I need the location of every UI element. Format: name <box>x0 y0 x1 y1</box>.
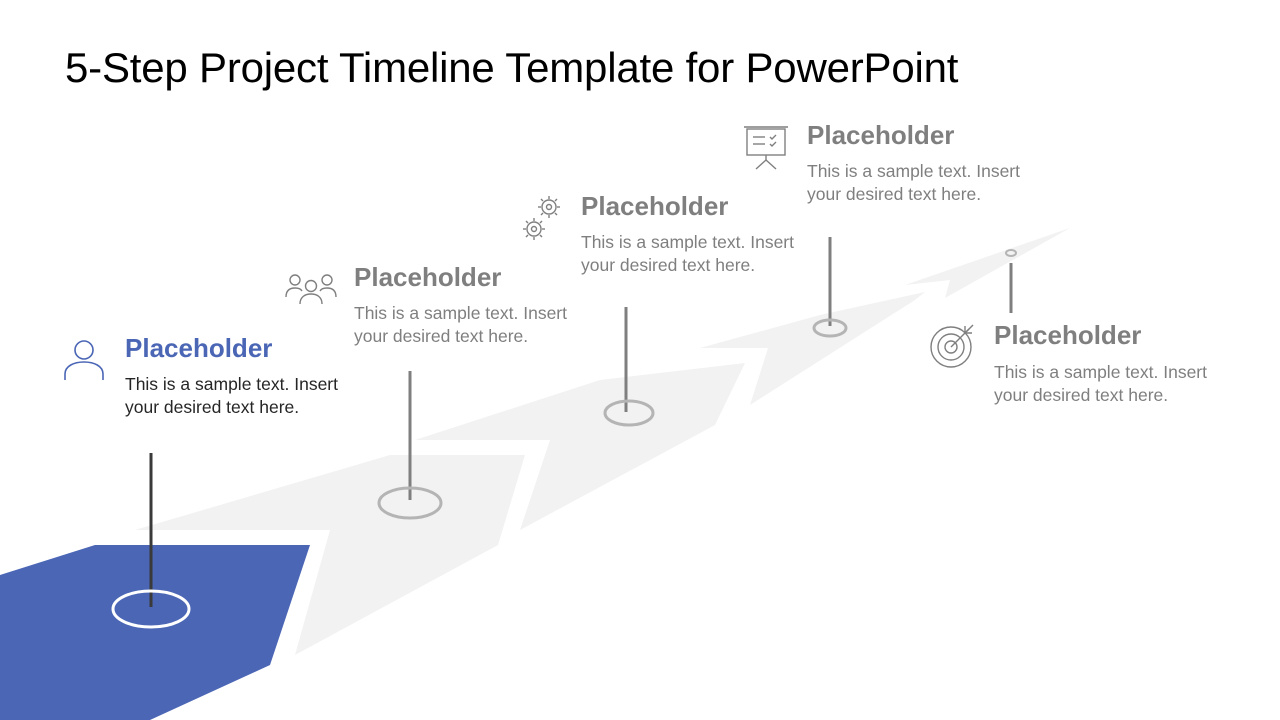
gears-icon <box>523 196 560 240</box>
step-5-body: This is a sample text. Insert your desir… <box>994 362 1207 405</box>
step-3-body: This is a sample text. Insert your desir… <box>581 232 794 275</box>
slide-title: 5-Step Project Timeline Template for Pow… <box>65 44 959 91</box>
step-1-title: Placeholder <box>125 333 273 363</box>
road-segment-3 <box>415 363 745 530</box>
step-2-marker-ring <box>377 486 443 520</box>
step-4-body: This is a sample text. Insert your desir… <box>807 161 1020 204</box>
step-4-marker-ring <box>812 318 848 338</box>
road-segment-1-active <box>0 545 310 720</box>
step-2-body: This is a sample text. Insert your desir… <box>354 303 567 346</box>
target-icon <box>930 324 974 368</box>
step-4-title: Placeholder <box>807 120 955 150</box>
road-segment-5-arrowhead <box>905 228 1070 298</box>
team-icon <box>285 274 337 305</box>
road-segment-2 <box>135 455 525 655</box>
presentation-board-icon <box>744 126 788 170</box>
step-1-marker-ring <box>111 589 191 629</box>
step-1-body: This is a sample text. Insert your desir… <box>125 374 338 417</box>
step-5-title: Placeholder <box>994 320 1142 350</box>
road-segment-4 <box>700 292 925 405</box>
step-5-marker-ring <box>1005 249 1017 257</box>
step-3-marker-ring <box>603 399 655 427</box>
step-2-title: Placeholder <box>354 262 502 292</box>
step-3-title: Placeholder <box>581 191 729 221</box>
person-icon <box>64 340 104 380</box>
